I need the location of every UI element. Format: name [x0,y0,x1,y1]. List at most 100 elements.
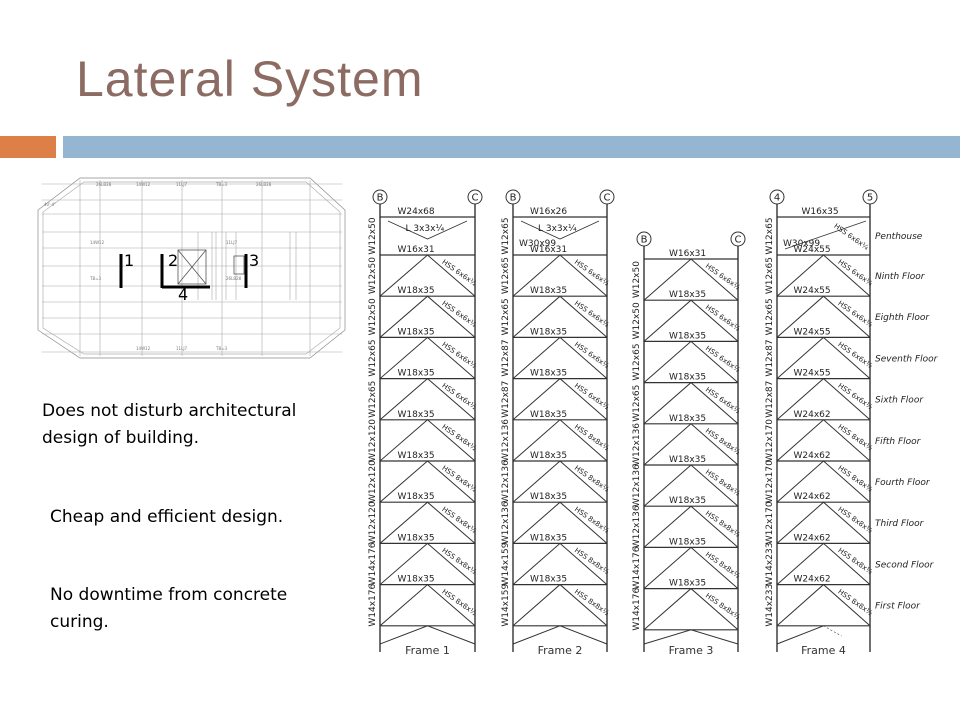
chevron-brace [643,381,739,425]
brace-line [823,625,842,637]
column-label: W12x170 [765,501,775,544]
grid-label: C [735,235,742,246]
grid-label: 4 [774,193,780,204]
plan-beam-label: 26LB28 [226,276,242,281]
beam-label: W24x55 [794,327,831,337]
beam-label: W24x55 [794,369,831,379]
frame-name: Frame 3 [669,644,714,657]
beam-label: W18x35 [530,575,567,585]
grid-label: B [510,193,517,204]
beam-label: W24x62 [794,533,831,543]
beam-label: W18x35 [669,496,706,506]
brace-label: HSS 8x8x½ [440,505,478,535]
beam-label: W18x35 [398,575,435,585]
chevron-brace [643,587,739,631]
beam-label: W18x35 [398,451,435,461]
column-label: W14x176 [368,584,378,627]
column-label: W12x87 [765,339,775,376]
chevron-brace [643,546,739,589]
chevron-brace [643,505,739,548]
column-label: W12x50 [368,217,378,254]
floor-name: Penthouse [875,232,923,242]
chevron-brace [512,460,608,503]
column-label: W12x87 [501,381,511,418]
grid-label: C [472,193,479,204]
chevron-brace [379,625,476,645]
column-label: W12x136 [632,423,642,466]
mid-beam-label: W30x99 [783,239,820,249]
chevron-brace [512,336,608,379]
roof-beam-label: W16x26 [530,207,567,217]
beam-label: W18x35 [530,327,567,337]
chevron-brace [776,254,871,297]
beam-label: W18x35 [398,327,435,337]
frame-name: Frame 2 [538,644,583,657]
roof-angle-brace [520,220,600,240]
chevron-brace [379,460,476,503]
column-label: W12x50 [368,298,378,335]
floor-name: Fourth Floor [875,478,931,488]
grid-label: C [604,193,611,204]
beam-label: W24x62 [794,492,831,502]
brace-label: HSS 8x8x½ [440,423,478,453]
beam-label: W18x35 [669,579,706,589]
header-bar [63,136,960,158]
plan-beam-label: TB=3 [215,346,228,351]
column-label: W14x159 [501,542,511,585]
column-label: W14x176 [632,588,642,631]
bullet-architecture: Does not disturb architectural design of… [42,401,297,448]
chevron-brace [379,501,476,544]
plan-beam-label: TB=3 [89,276,102,281]
column-label: W12x65 [501,257,511,294]
chevron-brace [512,583,608,627]
chevron-brace [512,625,608,645]
floor-name: Fifth Floor [875,437,922,447]
brace-label: HSS 6x6x½ [440,258,478,288]
beam-label: W24x62 [794,410,831,420]
chevron-brace [512,542,608,585]
chevron-brace [512,295,608,338]
chevron-brace [512,254,608,297]
frame-marker-1: 1 [124,251,134,270]
plan-beam-label: 11LJ7 [176,182,187,187]
plan-beam-label: 11LJ7 [226,240,237,245]
floor-name: Ninth Floor [875,272,926,282]
chevron-brace [643,423,739,466]
roof-angle-brace [387,220,468,240]
beam-label: W24x55 [794,286,831,296]
frame-marker-2: 2 [168,251,178,270]
beam-label: W18x35 [398,286,435,296]
chevron-brace [643,340,739,383]
beam-label: W18x35 [530,492,567,502]
beam-label: W18x35 [669,331,706,341]
roof-beam-label: W16x35 [802,207,839,217]
chevron-brace [512,501,608,544]
column-label: W12x50 [368,257,378,294]
brace-label: HSS 8x8x½ [440,464,478,494]
beam-label: W24x62 [794,575,831,585]
column-label: W14x233 [765,584,775,627]
brace-label: HSS 6x6x½ [440,382,478,412]
frame-name: Frame 1 [405,644,450,657]
floor-name: Sixth Floor [875,396,924,406]
chevron-brace [379,254,476,297]
floor-name: First Floor [875,602,921,612]
chevron-brace [776,460,871,503]
column-label: W12x65 [765,257,775,294]
chevron-brace [379,419,476,462]
beam-label: W18x35 [669,414,706,424]
chevron-brace [643,629,739,645]
chevron-brace [776,625,824,645]
chevron-brace [643,464,739,507]
column-label: W12x170 [765,419,775,462]
column-label: W12x136 [501,501,511,544]
roof-angle-label: L 3x3x¼ [538,224,577,234]
chevron-brace [379,583,476,627]
brace-label: HSS 6x6x½ [440,299,478,329]
column-label: W12x65 [765,217,775,254]
bullet-curing: No downtime from concrete curing. [50,585,288,632]
slide-title: Lateral System [76,51,424,107]
beam-label: W18x35 [530,286,567,296]
grid-label: 5 [867,193,873,204]
